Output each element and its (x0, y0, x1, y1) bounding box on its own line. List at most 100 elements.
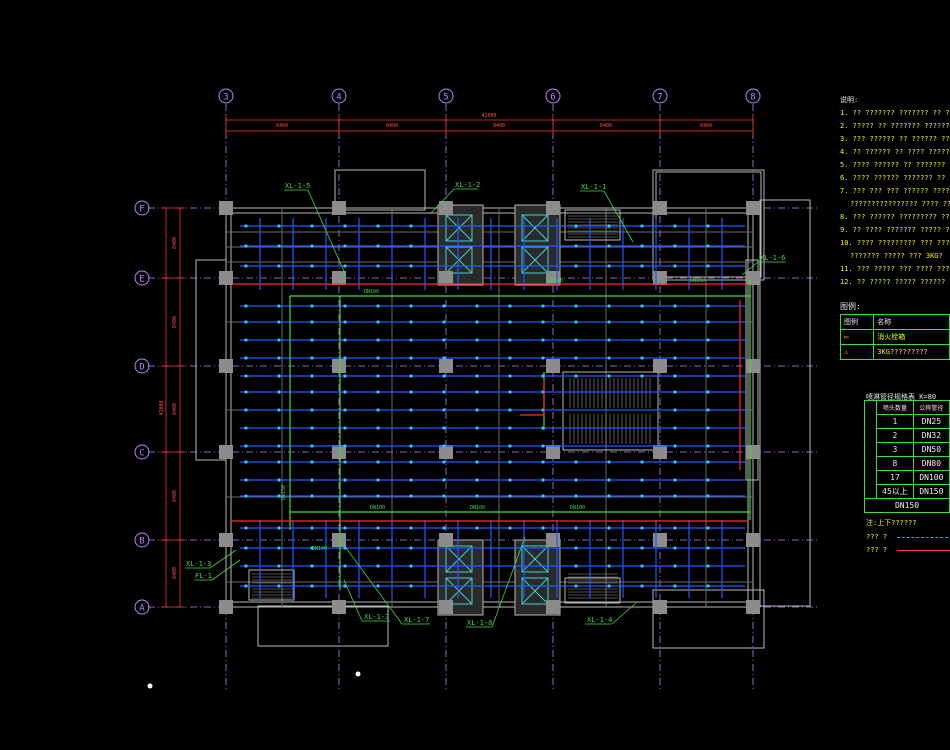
sprinkler-head (343, 320, 347, 324)
sprinkler-head (442, 338, 446, 342)
sprinkler-head (409, 564, 413, 568)
sprinkler-head (574, 374, 578, 378)
sprinkler-head (673, 546, 677, 550)
sprinkler-head (376, 338, 380, 342)
column-block (439, 445, 453, 459)
general-notes: 说明: 1. ?? ??????? ??????? ?? ?????? 2. ?… (840, 94, 950, 289)
sprinkler-head (244, 320, 248, 324)
size-header-dn: 公称管径 (912, 400, 950, 415)
sprinkler-head (277, 304, 281, 308)
sprinkler-head (673, 564, 677, 568)
sprinkler-head (640, 564, 644, 568)
axis-bubble-circle (438, 88, 454, 104)
line-key-hydrant: ??? ? X (866, 546, 950, 554)
sprinkler-head (442, 390, 446, 394)
sprinkler-head (310, 320, 314, 324)
structural-columns (219, 201, 760, 614)
sprinkler-head (475, 390, 479, 394)
axis-bubble-circle (134, 358, 150, 374)
sprinkler-head (508, 304, 512, 308)
sprinkler-head (475, 356, 479, 360)
sprinkler-head (343, 564, 347, 568)
sprinkler-head (673, 460, 677, 464)
note-line: 5. ???? ?????? ?? ??????? ????? ?? (840, 161, 950, 169)
sprinkler-head (607, 460, 611, 464)
dim-top-4: 8400 (600, 123, 612, 129)
label-xl-1-4: XL-1-4 (587, 616, 612, 624)
line-key-sprinkler: ??? ? ZP (866, 533, 950, 541)
sprinkler-head (541, 460, 545, 464)
legend-item-name: 消火栓箱 (873, 329, 950, 345)
sprinkler-head (574, 304, 578, 308)
column-block (653, 271, 667, 285)
sprinkler-head (574, 320, 578, 324)
note-line: ??????? ????? ??? 3KG? (850, 252, 943, 260)
note-line: 3. ??? ?????? ?? ?????? ?? ????? (840, 135, 950, 143)
column-block (439, 533, 453, 547)
dim-left-2: 8400 (172, 316, 178, 328)
sprinkler-head (310, 244, 314, 248)
column-block (439, 271, 453, 285)
sprinkler-head (574, 564, 578, 568)
size-dn: DN32 (912, 428, 950, 443)
sprinkler-head (475, 444, 479, 448)
sprinkler-head (343, 356, 347, 360)
sprinkler-head (508, 408, 512, 412)
sprinkler-head (475, 526, 479, 530)
sprinkler-head (574, 356, 578, 360)
sprinkler-head (244, 374, 248, 378)
axis-label-row: B (139, 537, 144, 547)
sprinkler-head (508, 526, 512, 530)
sprinkler-head (376, 264, 380, 268)
sprinkler-head (640, 304, 644, 308)
sprinkler-head (343, 374, 347, 378)
sprinkler-head (343, 338, 347, 342)
sprinkler-head (640, 546, 644, 550)
sprinkler-head (343, 584, 347, 588)
sprinkler-head (706, 584, 710, 588)
sprinkler-head (607, 224, 611, 228)
sprinkler-head (409, 320, 413, 324)
sprinkler-head (574, 460, 578, 464)
sprinkler-head (376, 356, 380, 360)
pipe-size-footnote: 注:上下?????? (866, 519, 917, 527)
sprinkler-head (541, 356, 545, 360)
dn-label-1: DN100 (364, 289, 379, 295)
sprinkler-head (706, 478, 710, 482)
note-line: ???????????????? ???? ????? (850, 200, 950, 208)
size-count: 3 (876, 442, 914, 457)
sprinkler-head (277, 224, 281, 228)
label-xl-1-3: XL-1-3 (364, 613, 389, 621)
sprinkler-head (310, 426, 314, 430)
sprinkler-head (343, 478, 347, 482)
dim-left-total: 42000 (159, 400, 165, 415)
sprinkler-head (244, 494, 248, 498)
sprinkler-head (343, 460, 347, 464)
dim-top-5: 8400 (700, 123, 712, 129)
sprinkler-head (409, 426, 413, 430)
sprinkler-head (475, 460, 479, 464)
axis-bubble-circle (218, 88, 234, 104)
sprinkler-head (574, 584, 578, 588)
sprinkler-head (673, 408, 677, 412)
axis-label-row: D (139, 363, 144, 373)
column-block (332, 600, 346, 614)
column-block (439, 359, 453, 373)
note-line: 1. ?? ??????? ??????? ?? ?????? (840, 109, 950, 117)
sprinkler-head (508, 338, 512, 342)
sprinkler-head (277, 444, 281, 448)
sprinkler-head (376, 304, 380, 308)
sprinkler-head (310, 304, 314, 308)
sprinkler-head (442, 460, 446, 464)
axis-label-row: A (139, 604, 145, 614)
sprinkler-head (607, 244, 611, 248)
sprinkler-head (640, 338, 644, 342)
sprinkler-head (640, 356, 644, 360)
sprinkler-head (574, 264, 578, 268)
size-dn: DN150 (912, 484, 950, 499)
sprinkler-head (541, 478, 545, 482)
sprinkler-head (706, 320, 710, 324)
legend-table: 图例 名称 ▭ 消火栓箱 ⚠ 3KG????????? (839, 314, 950, 360)
dn-label-3: DN100 (690, 278, 705, 284)
